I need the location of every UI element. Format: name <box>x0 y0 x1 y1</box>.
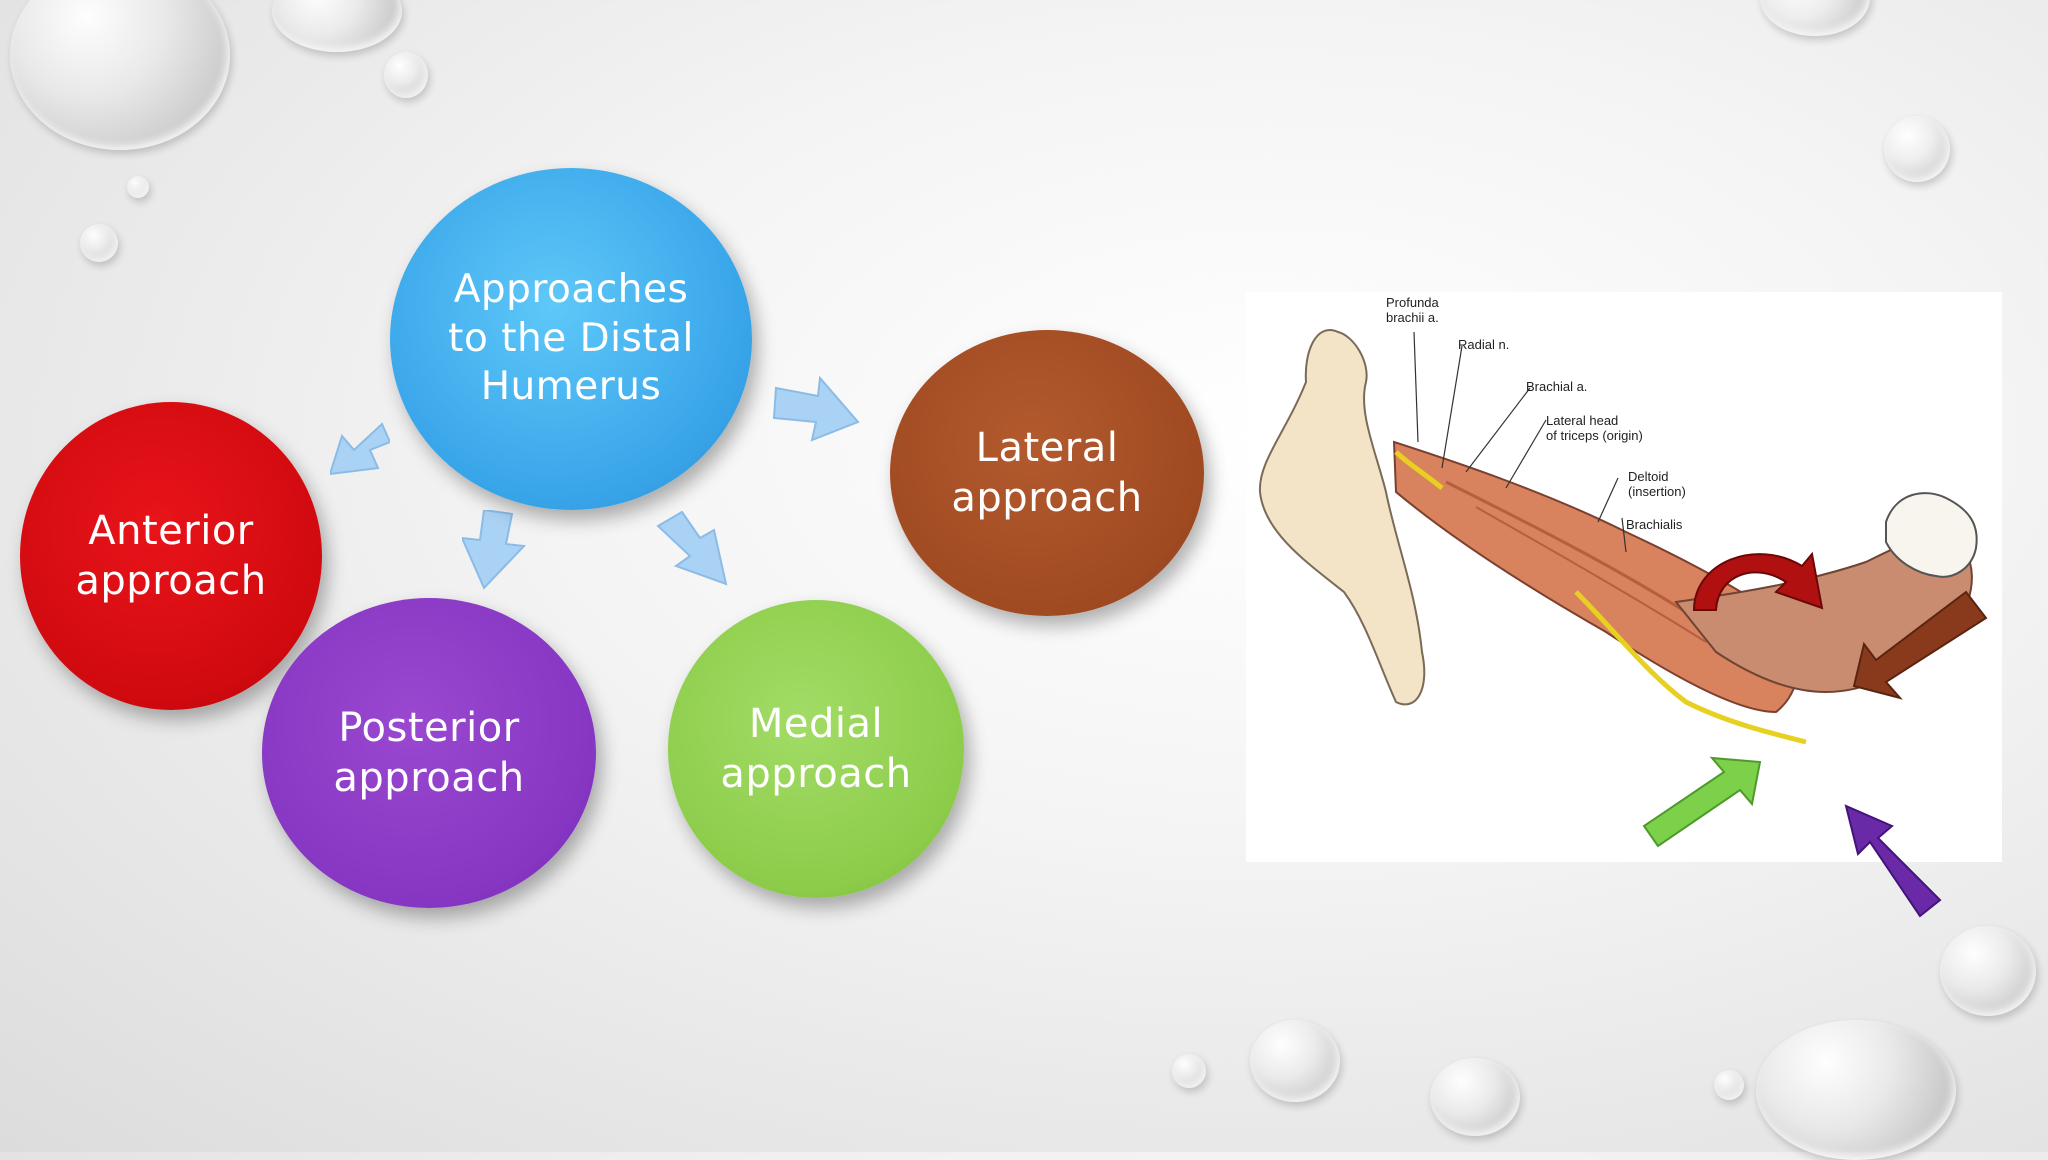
water-drop <box>1172 1054 1206 1088</box>
label-deltoid: Deltoid (insertion) <box>1628 469 1686 499</box>
hand-shape <box>1885 492 1978 578</box>
medial-approach-arrow-icon <box>1642 756 1762 848</box>
water-drop <box>1430 1058 1520 1136</box>
posterior-bubble-label: Posterior approach <box>333 705 525 801</box>
connector-arrow-lateral <box>772 375 860 442</box>
water-drop <box>10 0 230 150</box>
water-drop <box>1756 1020 1956 1160</box>
label-brachial-artery: Brachial a. <box>1526 379 1588 394</box>
lateral-bubble-label: Lateral approach <box>951 425 1143 521</box>
posterior-approach-arrow-icon <box>1844 804 1942 918</box>
label-lateral-head: Lateral head of triceps (origin) <box>1546 413 1643 443</box>
scapula-shape <box>1258 329 1426 706</box>
radial-nerve <box>1574 590 1807 745</box>
label-profunda: Profunda brachii a. <box>1386 295 1439 325</box>
approaches-distal-humerus-bubble: Approaches to the Distal Humerus <box>390 168 752 510</box>
rotation-arrow <box>1692 551 1824 611</box>
water-drop <box>127 176 149 198</box>
posterior-approach-bubble: Posterior approach <box>262 598 596 908</box>
water-drop <box>1760 0 1870 36</box>
lateral-approach-arrow-icon <box>1852 590 1988 700</box>
water-drop <box>80 224 118 262</box>
arm-anatomy-drawing <box>1258 329 1988 848</box>
water-drop <box>1884 116 1950 182</box>
water-drop <box>1250 1020 1340 1102</box>
connector-arrow-anterior <box>330 422 390 476</box>
medial-bubble-label: Medial approach <box>720 701 912 797</box>
water-drop <box>384 52 428 98</box>
water-drop <box>1714 1070 1744 1100</box>
lateral-approach-bubble: Lateral approach <box>890 330 1204 616</box>
water-drop <box>272 0 402 52</box>
anterior-approach-bubble: Anterior approach <box>20 402 322 710</box>
label-radial-nerve: Radial n. <box>1458 337 1510 352</box>
arm-anatomy-illustration: Profunda brachii a. Radial n. Brachial a… <box>1246 292 2002 862</box>
connector-arrow-medial <box>656 510 728 586</box>
medial-approach-bubble: Medial approach <box>668 600 964 898</box>
water-drop <box>1940 926 2036 1016</box>
connector-arrow-posterior <box>462 510 527 590</box>
anterior-bubble-label: Anterior approach <box>75 508 267 604</box>
center-bubble-label: Approaches to the Distal Humerus <box>448 266 694 410</box>
label-brachialis: Brachialis <box>1626 517 1683 532</box>
